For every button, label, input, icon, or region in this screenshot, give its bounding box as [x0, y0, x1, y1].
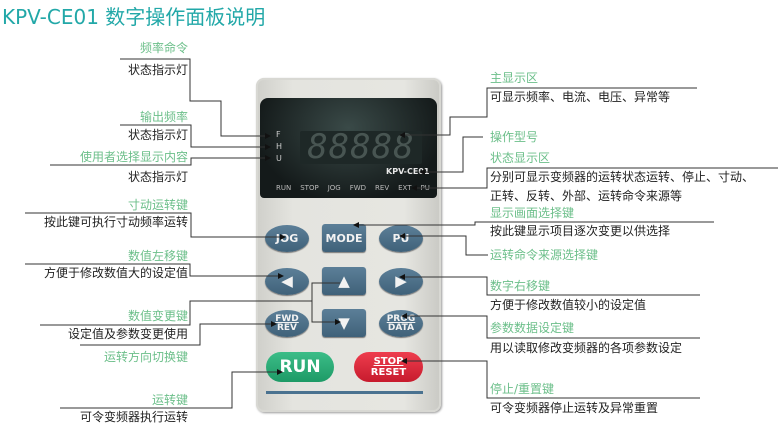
status-rev: REV: [375, 184, 390, 192]
prog-label: PROG: [386, 313, 416, 324]
leader-mode: [353, 221, 714, 228]
leader-stop: [401, 358, 700, 399]
callout-desc: 状态指示灯: [127, 170, 188, 184]
leader-output-freq: [120, 124, 271, 150]
leader-main-display: [399, 87, 697, 138]
callout-title: 输出频率: [139, 110, 188, 124]
keypad-panel: F H U 88888 KPV-CE01 RUN STOP JOG FWD RE…: [256, 78, 441, 412]
callout-title: 使用者选择显示内容: [79, 150, 188, 164]
callout-desc: 方便于修改数值较小的设定值: [490, 298, 647, 312]
callout-title: 数字右移键: [490, 279, 551, 293]
callout-title: 显示画面选择键: [490, 206, 575, 220]
leader-status: [411, 167, 778, 191]
callout-title: 运转键: [151, 393, 188, 407]
callout-desc: 按此键显示项目逐次变更以供选择: [490, 224, 671, 238]
diagram-title: KPV-CE01 数字操作面板说明: [2, 5, 266, 29]
status-stop: STOP: [300, 184, 319, 192]
callout-desc: 可令变频器执行运转: [79, 410, 188, 424]
callout-desc: 状态指示灯: [127, 63, 188, 77]
left-shift-button[interactable]: ◀: [265, 268, 309, 295]
leader-user-display: [50, 155, 271, 166]
leader-model: [419, 136, 483, 175]
leader-run: [60, 369, 283, 409]
jog-button[interactable]: JOG: [265, 225, 309, 252]
stop-reset-button[interactable]: STOP RESET: [354, 352, 423, 382]
callout-title: 寸动运转键: [127, 198, 188, 212]
callout-desc: 可显示频率、电流、电压、异常等: [490, 90, 671, 104]
status-jog: JOG: [327, 184, 341, 192]
callout-desc: 方便于修改数值大的设定值: [43, 266, 188, 280]
callout-title: 状态显示区: [490, 151, 551, 165]
status-ext: EXT: [398, 184, 412, 192]
led-h: H: [276, 142, 283, 151]
display-screen: F H U 88888 KPV-CE01 RUN STOP JOG FWD RE…: [260, 98, 437, 198]
data-label: DATA: [387, 322, 415, 333]
callout-title: 主显示区: [490, 71, 539, 85]
leader-left: [25, 263, 284, 279]
callout-desc: 用以读取修改变频器的各项参数设定: [490, 341, 683, 355]
run-button[interactable]: RUN: [266, 352, 334, 382]
leader-change: [40, 282, 340, 325]
callout-desc: 按此键可执行寸动频率运转: [43, 215, 188, 229]
leader-right: [399, 274, 700, 296]
rev-label: REV: [276, 322, 298, 333]
led-f: F: [276, 130, 281, 139]
seven-segment-display: 88888: [300, 130, 422, 164]
reset-label: RESET: [370, 367, 407, 378]
leader-pu: [399, 233, 488, 256]
callout-desc: 状态指示灯: [127, 128, 188, 142]
callout-title: 数值变更键: [127, 309, 188, 323]
leader-jog: [25, 212, 286, 240]
callout-title: 停止/重置键: [490, 382, 555, 396]
right-shift-button[interactable]: ▶: [379, 268, 423, 295]
callout-title: 频率命令: [139, 41, 188, 55]
stop-label: STOP: [373, 356, 404, 367]
callout-title: 参数数据设定键: [490, 321, 575, 335]
callout-desc: 正转、反转、外部、运转命令来源等: [490, 189, 683, 203]
leader-prog: [401, 313, 700, 339]
panel-divider: [266, 391, 423, 394]
callout-title: 操作型号: [490, 130, 539, 144]
status-run: RUN: [276, 184, 292, 192]
up-button[interactable]: ▲: [322, 267, 366, 295]
callout-desc: 分别可显示变频器的运转状态运转、停止、寸动、: [490, 170, 755, 184]
led-u: U: [276, 154, 282, 163]
mode-button[interactable]: MODE: [322, 224, 366, 252]
callout-title: 数值左移键: [127, 249, 188, 263]
leader-freq-cmd: [120, 58, 271, 139]
callout-desc: 设定值及参数变更使用: [67, 327, 188, 341]
callout-desc: 可令变频器停止运转及异常重置: [490, 401, 659, 415]
status-fwd: FWD: [349, 184, 367, 192]
fwd-label: FWD: [275, 313, 299, 324]
callout-title: 运转方向切换键: [103, 350, 188, 364]
model-label: KPV-CE01: [386, 167, 430, 176]
leader-fwdrev: [80, 321, 277, 346]
callout-title: 运转命令来源选择键: [490, 248, 599, 262]
